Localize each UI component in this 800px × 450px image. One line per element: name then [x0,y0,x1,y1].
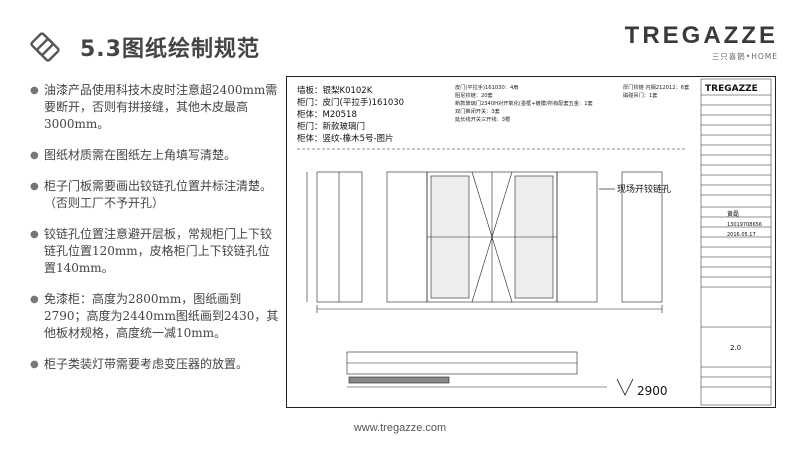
bullet-item: 免漆柜：高度为2800mm，图纸画到2790；高度为2440mm图纸画到2430… [30,291,280,342]
note-line: 新款玻璃门2340H对开氧化(墨框+镀膜)所有配套五金：1套 [455,99,594,107]
cabinet-drawing: 墙板：银梨K0102K 柜门：皮门(平拉手)161030 柜体：M20518 柜… [286,76,776,408]
material-spec: 墙板：银梨K0102K 柜门：皮门(平拉手)161030 柜体：M20518 柜… [297,85,404,144]
section-title: 5.3图纸绘制规范 [80,37,260,62]
note-line: 双门推闭开关：3套 [455,107,501,115]
designer-name: 黄磊 [727,210,739,218]
footer-url: www.tregazze.com [353,422,447,434]
hinge-callout: 现场开铰链孔 [599,183,671,195]
spec-line: 柜体：竖纹-橡木5号-图片 [297,133,394,144]
title-block [700,78,772,406]
note-line: 阻尼铰链：20套 [455,91,494,99]
brand-subtitle: 三只喜鹊•HOME [711,52,778,61]
double-diamond-icon [30,32,60,62]
note-line: 皮门(平拉手)161030：4扇 [455,83,518,91]
bullet-item: 柜子门板需要画出铰链孔位置并标注清楚。（否则工厂不予开孔） [30,178,280,212]
drawing-scale: 2.0 [730,344,741,352]
note-line: 延长线开关三开线：3根 [455,115,510,123]
brand-logo: TREGAZZE 三只喜鹊•HOME [625,22,778,62]
bullet-item: 铰链孔位置注意避开层板，常规柜门上下铰链孔位置120mm，皮格柜门上下铰链孔位置… [30,226,280,277]
spec-line: 柜门：皮门(平拉手)161030 [297,97,404,108]
page-header: 5.3图纸绘制规范 TREGAZZE 三只喜鹊•HOME [0,0,800,70]
designer-phone: 13019708656 [727,222,762,228]
note-line: 厚门铰链 内搁212012：6套 [623,83,690,91]
brand-name: TREGAZZE [624,22,778,49]
drawing-date: 2016.05.17 [727,232,756,238]
bullet-list: 油漆产品使用科技木皮时注意超2400mm需要断开，否则有拼接缝，其他木皮最高30… [30,82,280,387]
callout-label: 现场开铰链孔 [617,183,671,195]
bullet-item: 油漆产品使用科技木皮时注意超2400mm需要断开，否则有拼接缝，其他木皮最高30… [30,82,280,133]
title-block-logo: TREGAZZE [705,84,758,94]
overall-dimension: 2900 [616,378,668,398]
cabinet-elevation [297,148,687,388]
hardware-notes: 皮门(平拉手)161030：4扇 阻尼铰链：20套 新款玻璃门2340H对开氧化… [455,83,690,123]
title-block-text: TREGAZZE 黄磊 13019708656 2016.05.17 2.0 [705,84,762,352]
note-line: 磁碰吊门：1套 [623,91,658,99]
drawing-canvas: 墙板：银梨K0102K 柜门：皮门(平拉手)161030 柜体：M20518 柜… [297,78,772,406]
bullet-item: 图纸材质需在图纸左上角填写清楚。 [30,147,280,164]
spec-line: 柜门：新款玻璃门 [297,121,365,132]
spec-line: 墙板：银梨K0102K [297,85,373,96]
dimension-value: 2900 [637,384,668,398]
bullet-item: 柜子类装灯带需要考虑变压器的放置。 [30,356,280,373]
spec-line: 柜体：M20518 [297,109,357,120]
